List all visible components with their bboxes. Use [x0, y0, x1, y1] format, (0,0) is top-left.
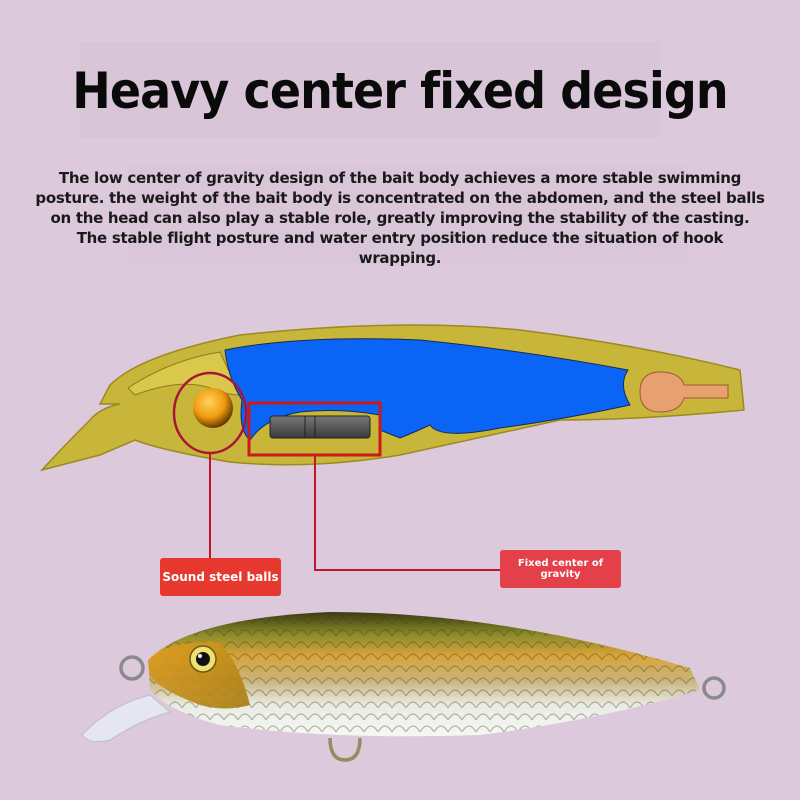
lure-product-photo: [81, 612, 726, 762]
lure-shell: [39, 324, 745, 472]
gravity-callout-line: [314, 456, 500, 571]
description-line: The low center of gravity design of the …: [58, 169, 742, 187]
fixed-center-of-gravity-label: Fixed center of gravity: [500, 550, 621, 588]
weight-block: [269, 415, 371, 439]
description-line: on the head can also play a stable role,…: [50, 209, 750, 227]
page-title: Heavy center fixed design: [72, 62, 728, 120]
description-line: The stable flight posture and water entr…: [76, 229, 724, 247]
gravity-callout-rect: [247, 401, 382, 457]
description-text: The low center of gravity design of the …: [12, 168, 788, 268]
description-line: wrapping.: [358, 249, 442, 267]
steel-ball: [193, 388, 233, 428]
sound-steel-balls-label: Sound steel balls: [160, 558, 281, 596]
description-background: [128, 165, 688, 265]
description-line: posture. the weight of the bait body is …: [35, 189, 765, 207]
title-background: [80, 42, 660, 138]
